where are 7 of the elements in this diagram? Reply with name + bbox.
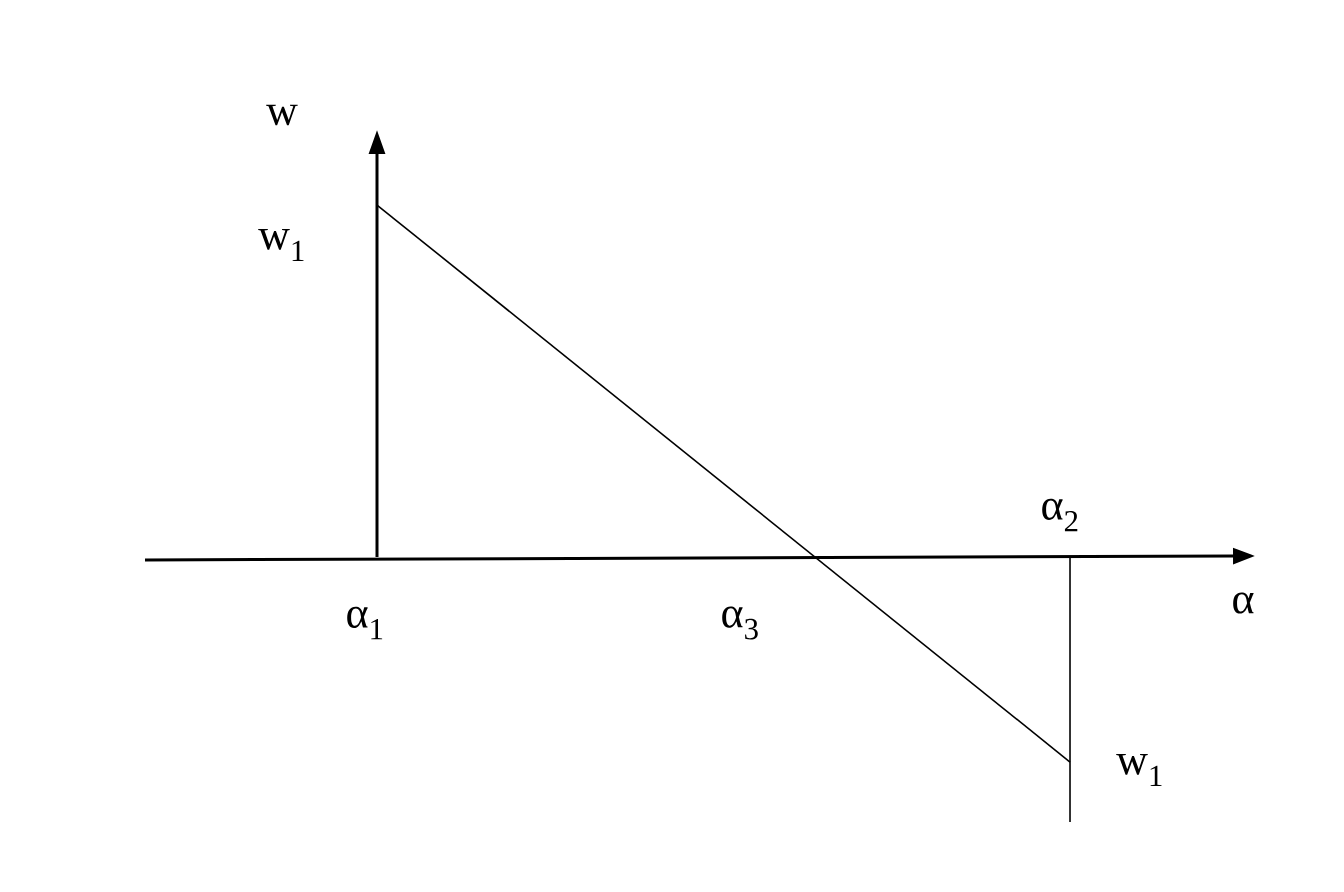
axis-label: α$_{1}$ bbox=[347, 606, 383, 640]
axis-label: α$_{3}$ bbox=[722, 606, 758, 640]
axis-label: α bbox=[1233, 592, 1254, 614]
axis-label: w bbox=[266, 104, 298, 126]
axis-label: α$_{2}$ bbox=[1042, 498, 1078, 532]
axis-label: w$_{1}$ bbox=[1116, 754, 1162, 786]
axis-label: w$_{1}$ bbox=[258, 229, 304, 261]
